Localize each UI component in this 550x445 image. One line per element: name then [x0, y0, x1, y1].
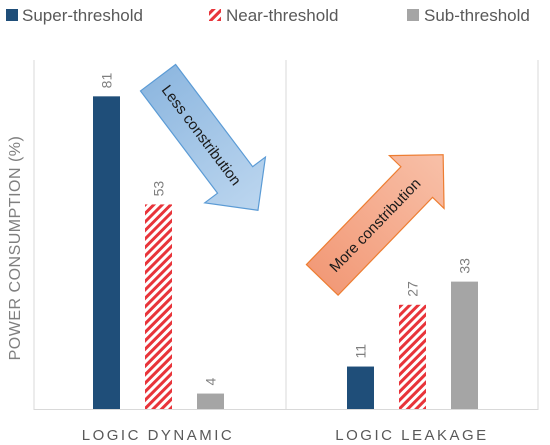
bar-sub-threshold-logic-leakage: [451, 281, 478, 409]
annotation-text-more: More constribution: [326, 175, 424, 276]
bar-super-threshold-logic-dynamic: [93, 96, 120, 409]
legend: Super-threshold Near-threshold Sub-thres…: [6, 6, 530, 25]
data-label-near-threshold-logic-dynamic: 53: [151, 181, 167, 197]
bars-group: [93, 96, 478, 409]
legend-label-sub-threshold: Sub-threshold: [424, 6, 530, 25]
data-label-sub-threshold-logic-dynamic: 4: [203, 378, 219, 386]
data-label-sub-threshold-logic-leakage: 33: [457, 258, 473, 274]
bar-sub-threshold-logic-dynamic: [197, 393, 224, 409]
y-axis-label: POWER CONSUMPTION (%): [7, 136, 24, 361]
legend-swatch-sub-threshold: [407, 9, 419, 21]
data-label-super-threshold-logic-leakage: 11: [353, 344, 369, 359]
legend-swatch-near-threshold: [209, 9, 221, 21]
data-label-near-threshold-logic-leakage: 27: [405, 281, 421, 297]
x-tick-label-logic-leakage: LOGIC LEAKAGE: [335, 427, 488, 444]
up-right-arrow-icon: [305, 154, 445, 296]
legend-label-near-threshold: Near-threshold: [226, 6, 338, 25]
bar-super-threshold-logic-leakage: [347, 366, 374, 409]
data-label-super-threshold-logic-dynamic: 81: [99, 73, 115, 89]
annotation-arrow-more: More constribution: [305, 154, 445, 296]
legend-swatch-super-threshold: [6, 9, 18, 21]
legend-label-super-threshold: Super-threshold: [22, 6, 143, 25]
x-tick-label-logic-dynamic: LOGIC DYNAMIC: [82, 427, 235, 444]
data-labels-group: 81 53 4 11 27 33: [99, 73, 473, 386]
down-right-arrow-icon: [139, 63, 267, 211]
bar-near-threshold-logic-dynamic: [145, 204, 172, 409]
bar-near-threshold-logic-leakage: [399, 304, 426, 409]
